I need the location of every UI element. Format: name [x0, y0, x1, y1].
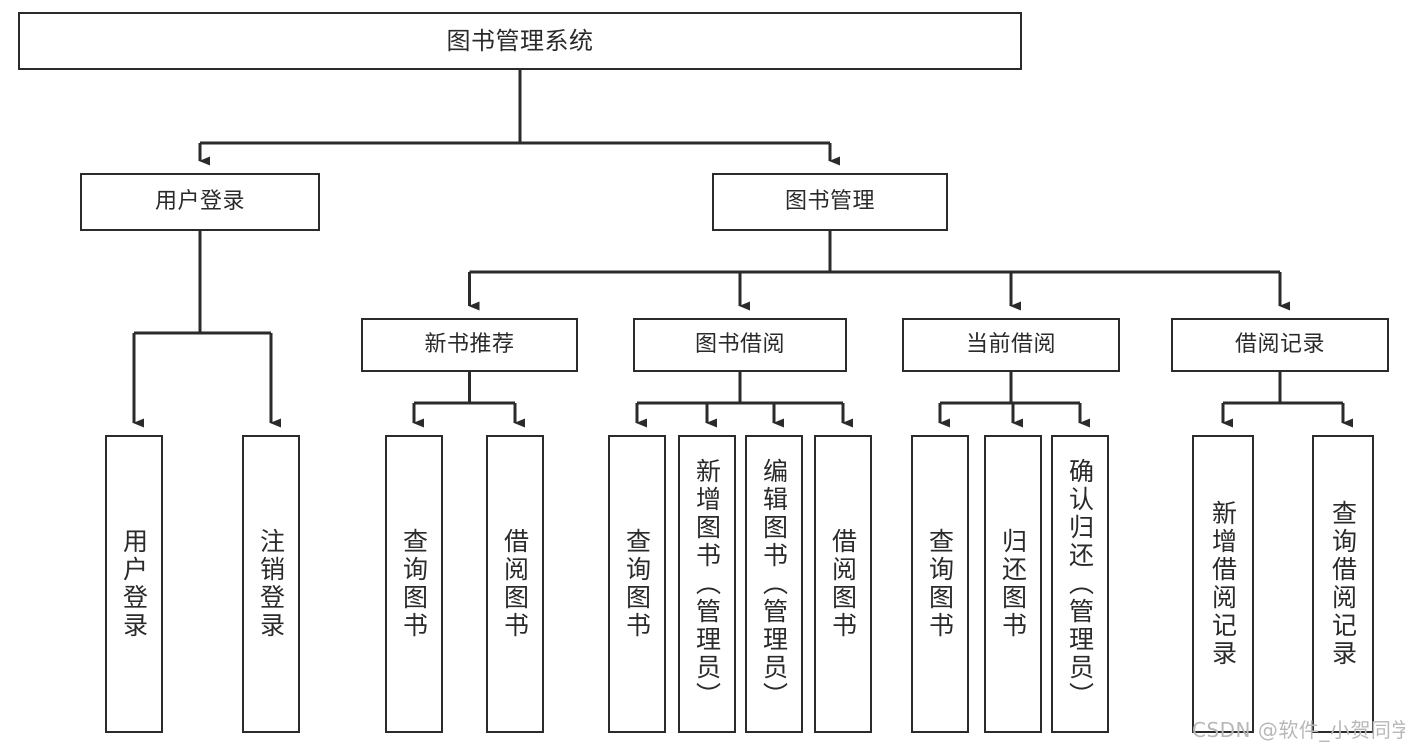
leaf-node-query-borrow-record[interactable]: 查询借阅记录	[1312, 435, 1374, 733]
node-label: 当前借阅	[965, 332, 1056, 358]
node-label: 查询借阅记录	[1328, 500, 1358, 668]
node-label: 注销登录	[256, 528, 286, 640]
node-label: 查询图书	[925, 528, 955, 640]
node-label: 图书管理系统	[446, 26, 594, 55]
node-label: 用户登录	[154, 189, 245, 215]
leaf-node-user-login[interactable]: 用户登录	[105, 435, 163, 733]
leaf-node-query-book-3[interactable]: 查询图书	[911, 435, 969, 733]
leaf-node-borrow-book-2[interactable]: 借阅图书	[814, 435, 872, 733]
node-current-borrowing[interactable]: 当前借阅	[902, 318, 1120, 372]
node-label: 新增借阅记录	[1208, 500, 1238, 668]
node-label: 图书管理	[784, 189, 875, 215]
leaf-node-add-book-admin[interactable]: 新增图书（管理员）	[678, 435, 736, 733]
node-user-login[interactable]: 用户登录	[80, 173, 320, 231]
leaf-node-return-book[interactable]: 归还图书	[984, 435, 1042, 733]
node-borrowing-record[interactable]: 借阅记录	[1171, 318, 1389, 372]
node-label: 借阅图书	[828, 528, 858, 640]
node-new-book-recommendation[interactable]: 新书推荐	[361, 318, 578, 372]
node-label: 查询图书	[399, 528, 429, 640]
leaf-node-confirm-return-admin[interactable]: 确认归还（管理员）	[1051, 435, 1109, 733]
leaf-node-borrow-book-1[interactable]: 借阅图书	[486, 435, 544, 733]
leaf-node-edit-book-admin[interactable]: 编辑图书（管理员）	[745, 435, 803, 733]
node-label: 归还图书	[998, 528, 1028, 640]
node-label: 编辑图书（管理员）	[759, 458, 789, 710]
node-label: 用户登录	[119, 528, 149, 640]
connector-lines	[132, 70, 1353, 428]
leaf-node-add-borrow-record[interactable]: 新增借阅记录	[1192, 435, 1254, 733]
node-label: 新增图书（管理员）	[692, 458, 722, 710]
node-label: 确认归还（管理员）	[1065, 458, 1095, 710]
node-label: 图书借阅	[694, 332, 785, 358]
node-book-management[interactable]: 图书管理	[712, 173, 948, 231]
node-label: 新书推荐	[424, 332, 515, 358]
csdn-watermark: CSDN @软件_小贺同学	[1192, 718, 1405, 742]
leaf-node-logout[interactable]: 注销登录	[242, 435, 300, 733]
leaf-node-query-book-1[interactable]: 查询图书	[385, 435, 443, 733]
node-label: 查询图书	[622, 528, 652, 640]
node-label: 借阅记录	[1234, 332, 1325, 358]
node-root-book-management-system[interactable]: 图书管理系统	[18, 12, 1022, 70]
node-label: 借阅图书	[500, 528, 530, 640]
node-book-borrowing[interactable]: 图书借阅	[633, 318, 847, 372]
leaf-node-query-book-2[interactable]: 查询图书	[608, 435, 666, 733]
